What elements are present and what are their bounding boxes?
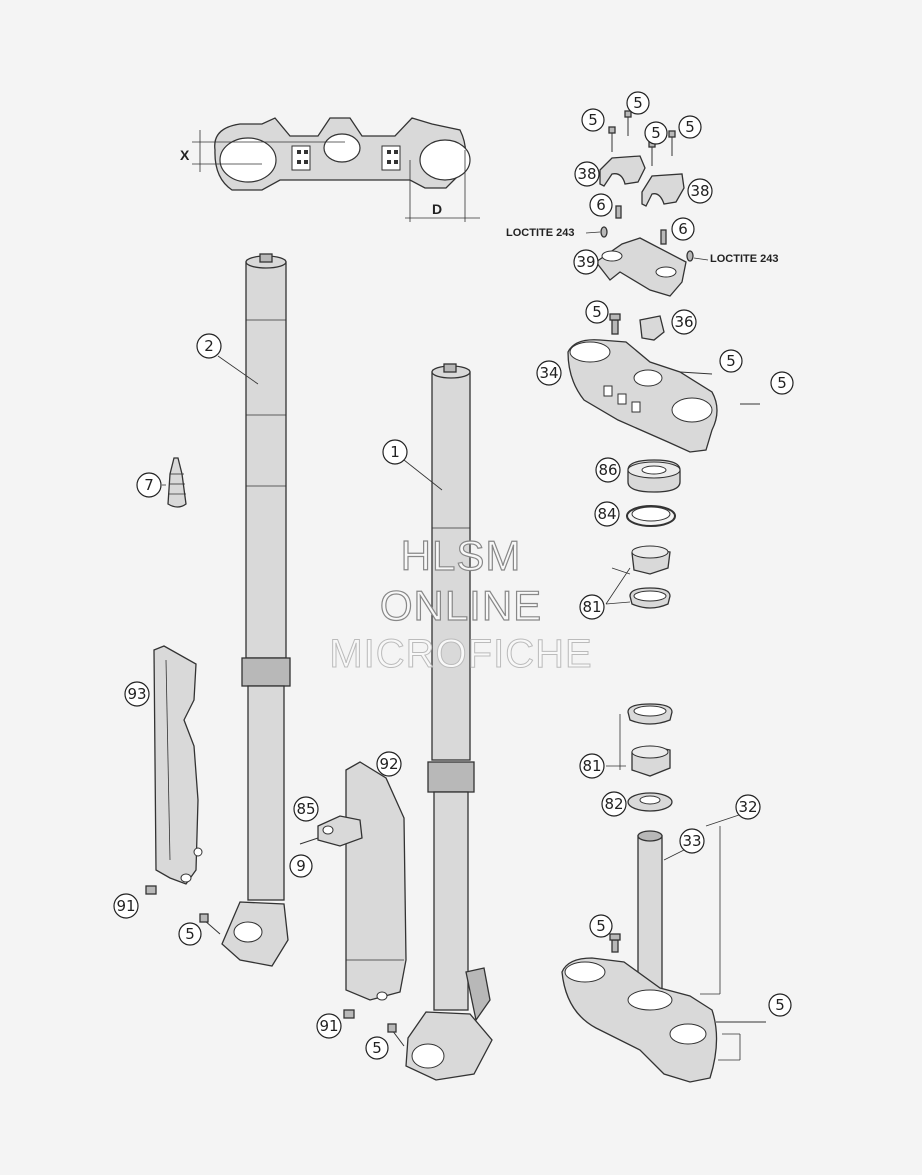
svg-text:1: 1 <box>390 443 400 461</box>
svg-text:5: 5 <box>685 118 695 136</box>
callout-5: 5 <box>678 115 702 139</box>
callout-6: 6 <box>589 193 613 217</box>
fork-guards-and-hardware <box>145 457 407 1047</box>
watermark-line-3: MICROFICHE <box>329 632 593 677</box>
svg-text:81: 81 <box>582 598 601 616</box>
svg-text:32: 32 <box>738 798 757 816</box>
callout-38: 38 <box>687 178 713 204</box>
svg-text:5: 5 <box>596 917 606 935</box>
callout-5: 5 <box>178 922 202 946</box>
callout-32: 32 <box>735 794 761 820</box>
callout-39: 39 <box>573 249 599 275</box>
callout-91: 91 <box>316 1013 342 1039</box>
svg-text:5: 5 <box>185 925 195 943</box>
callout-86: 86 <box>595 457 621 483</box>
svg-text:5: 5 <box>775 996 785 1014</box>
right-fork-leg <box>405 363 493 1081</box>
svg-text:84: 84 <box>597 505 616 523</box>
svg-text:5: 5 <box>726 352 736 370</box>
svg-text:92: 92 <box>379 755 398 773</box>
callout-92: 92 <box>376 751 402 777</box>
callout-34: 34 <box>536 360 562 386</box>
svg-text:33: 33 <box>682 832 701 850</box>
svg-text:34: 34 <box>539 364 558 382</box>
svg-text:38: 38 <box>577 165 596 183</box>
svg-text:85: 85 <box>296 800 315 818</box>
svg-text:91: 91 <box>319 1017 338 1035</box>
callout-7: 7 <box>136 472 162 498</box>
callout-33: 33 <box>679 828 705 854</box>
svg-text:5: 5 <box>592 303 602 321</box>
handlebar-clamp-assembly <box>595 110 694 297</box>
loctite-note-left: LOCTITE 243 <box>506 227 574 239</box>
callouts: 5 5 5 5 38 38 6 6 39 5 36 5 34 5 86 84 8… <box>113 91 794 1060</box>
callout-84: 84 <box>594 501 620 527</box>
callout-9: 9 <box>289 854 313 878</box>
callout-5: 5 <box>770 371 794 395</box>
callout-93: 93 <box>124 681 150 707</box>
svg-text:93: 93 <box>127 685 146 703</box>
callout-6: 6 <box>671 217 695 241</box>
svg-text:5: 5 <box>372 1039 382 1057</box>
callout-5: 5 <box>365 1036 389 1060</box>
watermark-line-1: HLSM <box>400 531 522 579</box>
svg-text:38: 38 <box>690 182 709 200</box>
callout-81: 81 <box>579 753 605 779</box>
svg-text:36: 36 <box>674 313 693 331</box>
svg-text:6: 6 <box>596 196 606 214</box>
svg-text:5: 5 <box>588 111 598 129</box>
callout-5: 5 <box>581 108 605 132</box>
loctite-note-right: LOCTITE 243 <box>710 253 778 265</box>
triple-clamp-dimension-view: X D <box>180 117 480 222</box>
svg-text:9: 9 <box>296 857 306 875</box>
lower-triple-clamp-stem <box>561 826 766 1083</box>
callout-36: 36 <box>671 309 697 335</box>
dimension-d-label: D <box>432 201 442 217</box>
callout-91: 91 <box>113 893 139 919</box>
callout-2: 2 <box>196 333 222 359</box>
watermark-line-2: ONLINE <box>379 581 543 629</box>
svg-text:5: 5 <box>633 94 643 112</box>
dimension-x-label: X <box>180 147 190 163</box>
callout-5: 5 <box>585 300 609 324</box>
svg-text:2: 2 <box>204 337 214 355</box>
callout-5: 5 <box>768 993 792 1017</box>
svg-text:91: 91 <box>116 897 135 915</box>
svg-text:7: 7 <box>144 476 154 494</box>
svg-text:81: 81 <box>582 757 601 775</box>
callout-82: 82 <box>601 791 627 817</box>
callout-5: 5 <box>719 349 743 373</box>
callout-38: 38 <box>574 161 600 187</box>
steering-bearings <box>605 459 681 812</box>
svg-text:6: 6 <box>678 220 688 238</box>
svg-text:86: 86 <box>598 461 617 479</box>
upper-triple-clamp <box>567 313 760 453</box>
callout-81: 81 <box>579 594 605 620</box>
callout-5: 5 <box>626 91 650 115</box>
svg-text:82: 82 <box>604 795 623 813</box>
callout-5: 5 <box>589 914 613 938</box>
callout-1: 1 <box>382 439 408 465</box>
svg-text:5: 5 <box>777 374 787 392</box>
svg-text:39: 39 <box>576 253 595 271</box>
left-fork-leg <box>221 253 291 967</box>
callout-85: 85 <box>293 796 319 822</box>
svg-text:5: 5 <box>651 124 661 142</box>
callout-5: 5 <box>644 121 668 145</box>
